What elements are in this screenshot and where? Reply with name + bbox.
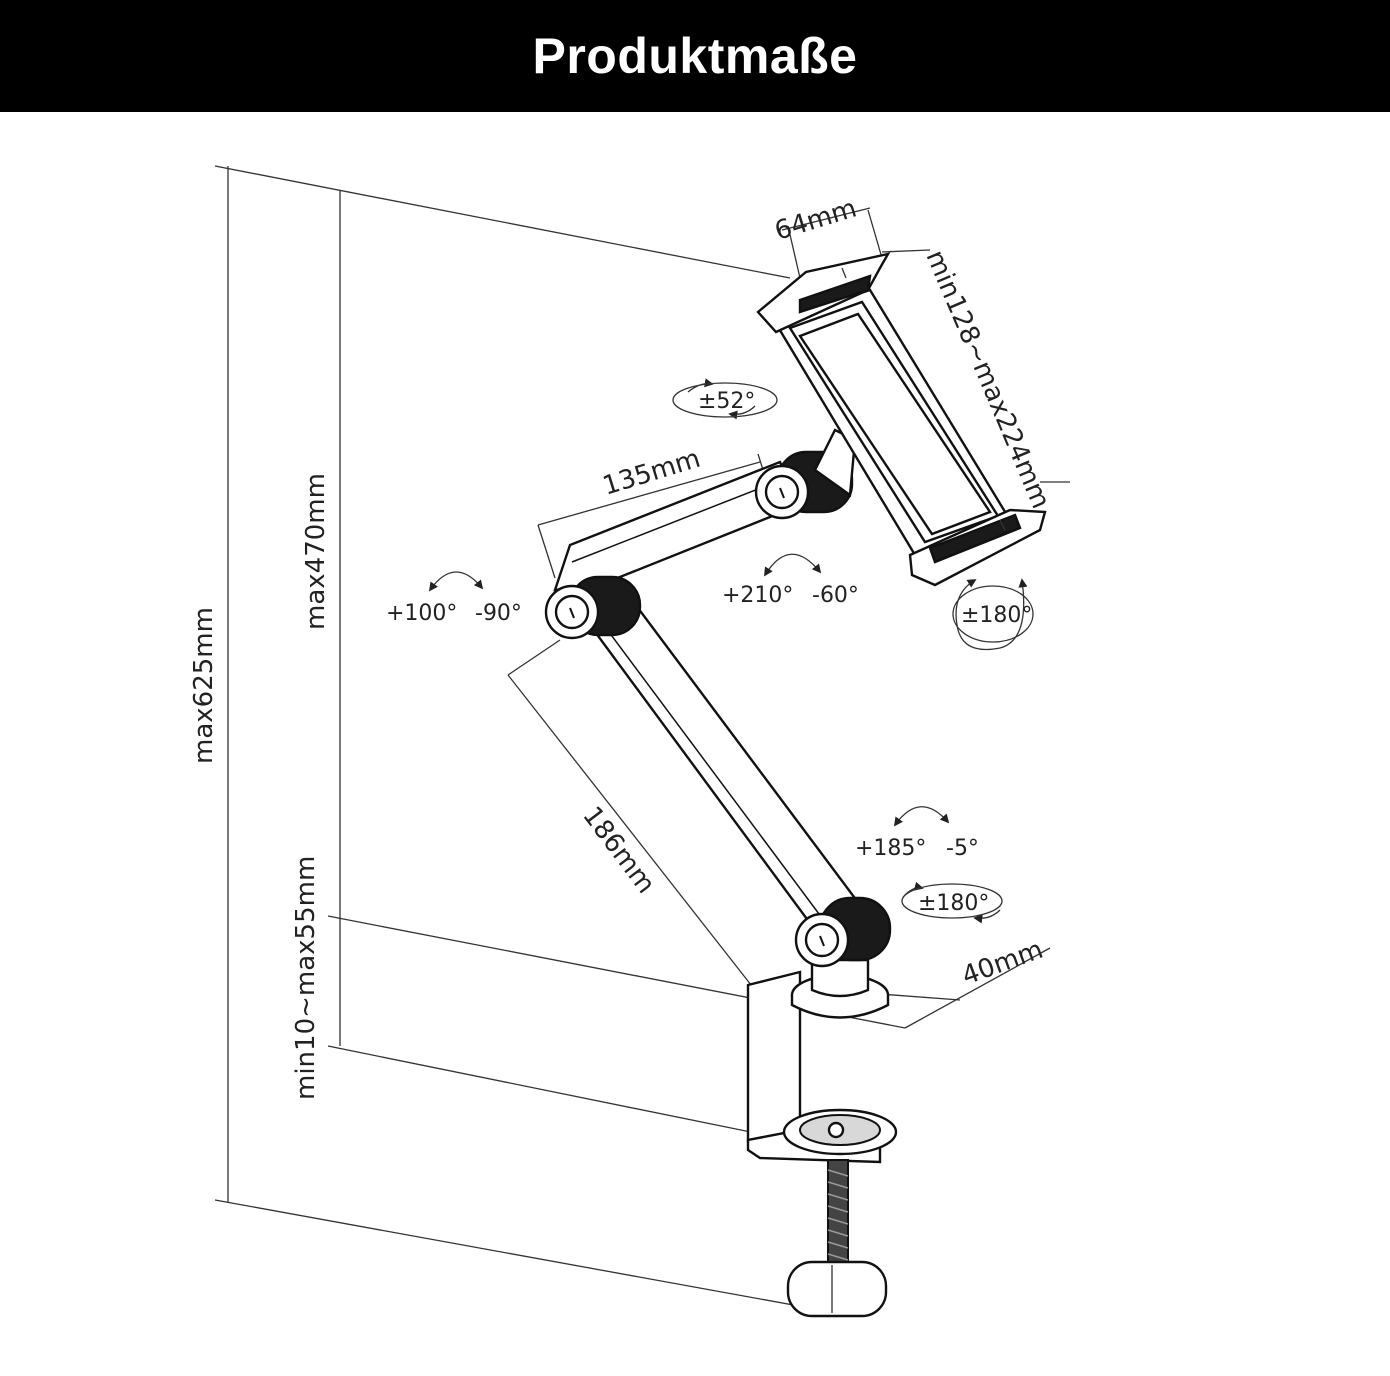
elbow-up-label: +100° <box>386 601 457 626</box>
base-joint <box>794 896 892 968</box>
header-bar: Produktmaße <box>0 0 1390 112</box>
desk-clamp <box>746 970 898 1318</box>
dimension-lines <box>214 165 1070 1313</box>
base-up-label: +185° <box>855 836 926 861</box>
holder-tilt-label: ±52° <box>698 389 755 414</box>
base-rotate-label: ±180° <box>918 891 989 916</box>
elbow-joint <box>544 575 642 640</box>
holder-depth-label: 64mm <box>771 194 860 247</box>
tablet-holder <box>756 252 1047 587</box>
page-title: Produktmaße <box>532 28 858 84</box>
base-down-label: -5° <box>946 836 979 861</box>
base-thickness-label: 40mm <box>958 935 1047 992</box>
arm-height-label: max470mm <box>301 473 331 630</box>
elbow-down-label: -90° <box>475 601 522 626</box>
head-joint <box>754 428 857 520</box>
max-height-label: max625mm <box>189 607 219 764</box>
holder-rotate-label: ±180° <box>961 603 1032 628</box>
head-down-label: -60° <box>812 583 859 608</box>
clamp-range-label: min10~max55mm <box>291 856 321 1100</box>
head-up-label: +210° <box>722 583 793 608</box>
arm-base <box>790 958 890 1019</box>
